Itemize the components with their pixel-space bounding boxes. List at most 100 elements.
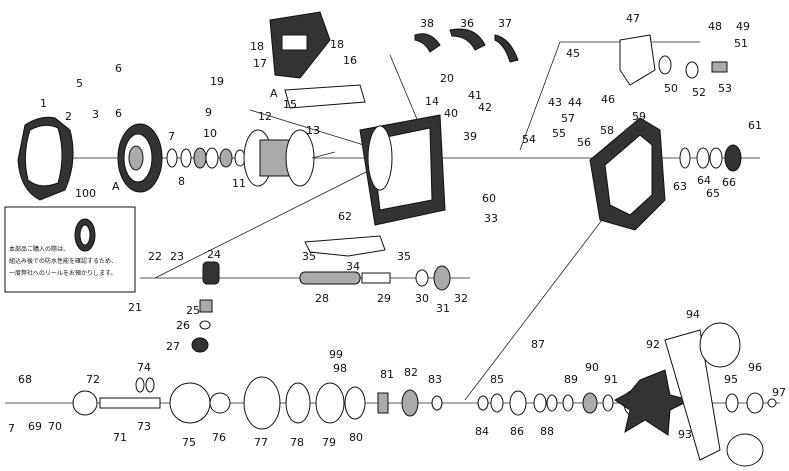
- callout-24: 24: [207, 248, 221, 261]
- callout-60: 60: [482, 192, 496, 205]
- callout-1: 1: [40, 97, 47, 110]
- callout-45: 45: [566, 47, 580, 60]
- callout-6b: 6: [115, 107, 122, 120]
- callout-44: 44: [568, 96, 582, 109]
- gear-train: [72, 376, 443, 430]
- callout-84: 84: [475, 425, 489, 438]
- callout-13: 13: [306, 124, 320, 137]
- callout-94: 94: [686, 308, 700, 321]
- cast-control: [619, 34, 728, 86]
- callout-75: 75: [182, 436, 196, 449]
- callout-62: 62: [338, 210, 352, 223]
- callout-36: 36: [460, 17, 474, 30]
- handle-assembly: [614, 322, 777, 467]
- callout-98: 98: [333, 362, 347, 375]
- callout-79: 79: [322, 436, 336, 449]
- callout-35b: 35: [397, 250, 411, 263]
- callout-34: 34: [346, 260, 360, 273]
- callout-18b: 18: [330, 38, 344, 51]
- callout-18: 18: [250, 40, 264, 53]
- levelwind-guide: [304, 235, 386, 257]
- callout-28: 28: [315, 292, 329, 305]
- callout-23: 23: [170, 250, 184, 263]
- note-box: 本部品ご購入の際は、 組込み後での防水性能を確認するため、 一度弊社へのリールを…: [4, 206, 136, 293]
- callout-77: 77: [254, 436, 268, 449]
- callout-93: 93: [678, 428, 692, 441]
- marker-a: A: [112, 180, 120, 193]
- callout-68: 68: [18, 373, 32, 386]
- callout-83: 83: [428, 373, 442, 386]
- callout-70: 70: [48, 420, 62, 433]
- callout-46: 46: [601, 93, 615, 106]
- callout-41: 41: [468, 89, 482, 102]
- side-cover-left: [17, 116, 74, 201]
- callout-47: 47: [626, 12, 640, 25]
- note-line-3: 一度弊社へのリールをお預かりします。: [9, 269, 116, 277]
- callout-7b: 7: [8, 422, 15, 435]
- callout-74: 74: [137, 361, 151, 374]
- callout-73: 73: [137, 420, 151, 433]
- thumb-bar: [269, 11, 331, 79]
- callout-55: 55: [552, 127, 566, 140]
- callout-96: 96: [748, 361, 762, 374]
- callout-53: 53: [718, 82, 732, 95]
- clutch-plate: [284, 84, 366, 109]
- callout-27: 27: [166, 340, 180, 353]
- callout-76: 76: [212, 431, 226, 444]
- callout-99: 99: [329, 348, 343, 361]
- pinion-housing: [191, 261, 220, 353]
- callout-21: 21: [128, 301, 142, 314]
- callout-65: 65: [706, 187, 720, 200]
- callout-39: 39: [463, 130, 477, 143]
- level-wind: [299, 265, 451, 291]
- callout-16: 16: [343, 54, 357, 67]
- callout-3: 3: [92, 108, 99, 121]
- callout-6: 6: [115, 62, 122, 75]
- callout-35: 35: [302, 250, 316, 263]
- callout-92: 92: [646, 338, 660, 351]
- callout-32: 32: [454, 292, 468, 305]
- callout-5: 5: [76, 77, 83, 90]
- bearings-group: [166, 147, 246, 169]
- frame: [359, 114, 446, 226]
- callout-38: 38: [420, 17, 434, 30]
- brake-cover: [117, 123, 163, 193]
- callout-17: 17: [253, 57, 267, 70]
- callout-14: 14: [425, 95, 439, 108]
- callout-2: 2: [65, 110, 72, 123]
- marker-a-2: A: [270, 87, 278, 100]
- callout-64: 64: [697, 174, 711, 187]
- callout-85: 85: [490, 373, 504, 386]
- arm-pieces: [414, 28, 519, 63]
- callout-19: 19: [210, 75, 224, 88]
- callout-labels: 1 2 3 24 5 6 6 7 8 9 10 11 12 13 14 15 1…: [8, 12, 786, 449]
- callout-9: 9: [205, 106, 212, 119]
- callout-15: 15: [283, 98, 297, 111]
- callout-42: 42: [478, 101, 492, 114]
- callout-54: 54: [522, 133, 536, 146]
- callout-81: 81: [380, 368, 394, 381]
- callout-61: 61: [748, 119, 762, 132]
- callout-31: 31: [436, 302, 450, 315]
- callout-52: 52: [692, 86, 706, 99]
- callout-8: 8: [178, 175, 185, 188]
- callout-29: 29: [377, 292, 391, 305]
- callout-57: 57: [561, 112, 575, 125]
- callout-30: 30: [415, 292, 429, 305]
- callout-71: 71: [113, 431, 127, 444]
- callout-11: 11: [232, 177, 246, 190]
- callout-10: 10: [203, 127, 217, 140]
- note-line-2: 組込み後での防水性能を確認するため、: [9, 257, 117, 265]
- callout-59: 59: [632, 110, 646, 123]
- callout-69: 69: [28, 420, 42, 433]
- callout-26: 26: [176, 319, 190, 332]
- callout-56: 56: [577, 136, 591, 149]
- callout-40: 40: [444, 107, 458, 120]
- callout-22: 22: [148, 250, 162, 263]
- callout-82: 82: [404, 366, 418, 379]
- note-line-1: 本部品ご購入の際は、: [9, 245, 69, 253]
- callout-87: 87: [531, 338, 545, 351]
- callout-78: 78: [290, 436, 304, 449]
- callout-49: 49: [736, 20, 750, 33]
